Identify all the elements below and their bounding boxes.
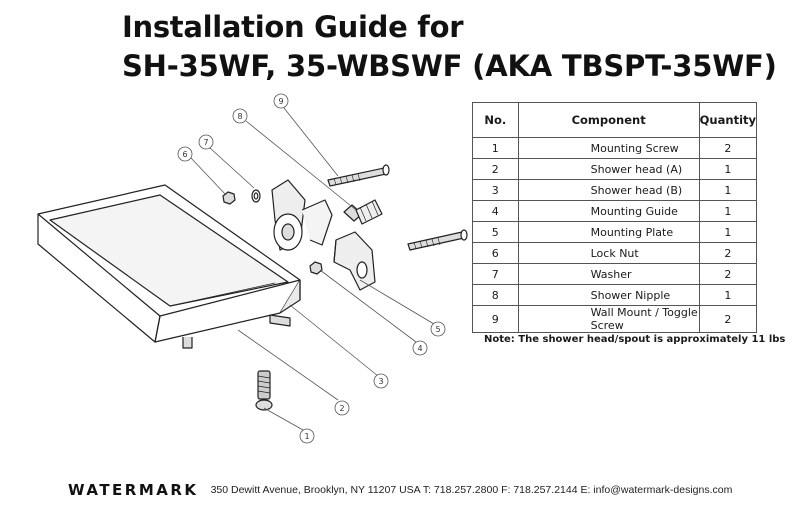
row-no: 2 — [472, 158, 519, 180]
header-no: No. — [472, 102, 519, 138]
mounting-plate — [271, 179, 333, 251]
row-component: Mounting Screw — [517, 137, 700, 159]
table-header-row: No. Component Quantity — [472, 102, 758, 138]
shower-head-body — [37, 184, 301, 349]
row-no: 4 — [472, 200, 519, 222]
row-component: Shower head (B) — [517, 179, 700, 201]
callout-7: 7 — [203, 138, 208, 147]
row-quantity: 2 — [698, 242, 758, 264]
row-quantity: 1 — [698, 284, 758, 306]
toggle-screw-mid — [407, 229, 468, 251]
row-quantity: 1 — [698, 200, 758, 222]
callout-2: 2 — [339, 404, 344, 413]
row-quantity: 1 — [698, 221, 758, 243]
row-component: Mounting Guide — [517, 200, 700, 222]
row-quantity: 1 — [698, 179, 758, 201]
row-component: Washer — [517, 263, 700, 285]
row-component: Lock Nut — [517, 242, 700, 264]
footer: WATERMARK 350 Dewitt Avenue, Brooklyn, N… — [68, 481, 732, 499]
row-no: 3 — [472, 179, 519, 201]
row-quantity: 2 — [698, 305, 758, 333]
row-no: 7 — [472, 263, 519, 285]
mounting-guide — [333, 231, 376, 291]
callout-4: 4 — [417, 344, 422, 353]
row-no: 9 — [472, 305, 519, 333]
shower-nipple — [343, 199, 383, 225]
contact-address: 350 Dewitt Avenue, Brooklyn, NY 11207 US… — [210, 484, 733, 496]
toggle-screw-top — [327, 164, 390, 187]
row-quantity: 2 — [698, 263, 758, 285]
callout-3: 3 — [378, 377, 383, 386]
callout-8: 8 — [237, 112, 242, 121]
page-title: Installation Guide for — [122, 10, 464, 44]
weight-note: Note: The shower head/spout is approxima… — [484, 334, 786, 345]
callout-6: 6 — [182, 150, 187, 159]
row-quantity: 1 — [698, 158, 758, 180]
page-subtitle: SH-35WF, 35-WBSWF (AKA TBSPT-35WF) — [122, 49, 777, 83]
row-no: 1 — [472, 137, 519, 159]
header-component: Component — [517, 102, 700, 138]
washer-7 — [251, 189, 261, 203]
callout-9: 9 — [278, 97, 283, 106]
row-component: Mounting Plate — [517, 221, 700, 243]
mounting-screw-1 — [255, 370, 273, 411]
row-no: 6 — [472, 242, 519, 264]
row-component: Shower head (A) — [517, 158, 700, 180]
callout-1: 1 — [304, 432, 309, 441]
lock-nut-6b — [309, 261, 323, 275]
row-no: 5 — [472, 221, 519, 243]
watermark-logo: WATERMARK — [68, 481, 199, 499]
row-no: 8 — [472, 284, 519, 306]
row-component: Wall Mount / Toggle Screw — [517, 305, 700, 333]
row-component: Shower Nipple — [517, 284, 700, 306]
row-quantity: 2 — [698, 137, 758, 159]
header-quantity: Quantity — [698, 102, 758, 138]
callout-5: 5 — [435, 325, 440, 334]
